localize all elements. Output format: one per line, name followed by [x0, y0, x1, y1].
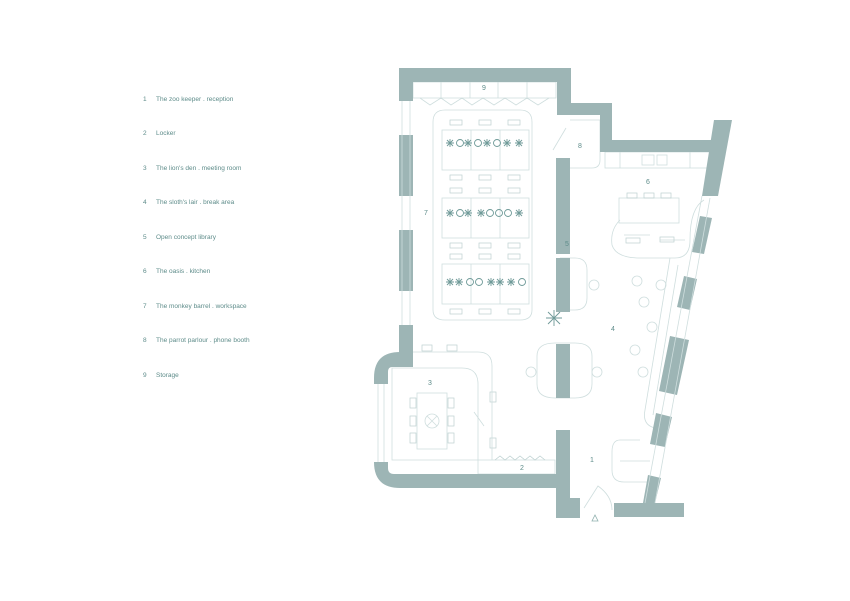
- room-label-break-area: 4: [611, 326, 615, 333]
- room-label-phone-booth: 8: [578, 143, 582, 150]
- room-label-workspace: 7: [424, 210, 428, 217]
- room-label-reception: 1: [590, 457, 594, 464]
- room-label-meeting-room: 3: [428, 380, 432, 387]
- room-label-storage: 9: [482, 85, 486, 92]
- plants: [446, 139, 562, 326]
- room-label-kitchen: 6: [646, 179, 650, 186]
- room-label-library: 5: [565, 241, 569, 248]
- entrance-arrow-icon: [591, 514, 599, 522]
- room-label-locker: 2: [520, 465, 524, 472]
- walls: [374, 68, 732, 518]
